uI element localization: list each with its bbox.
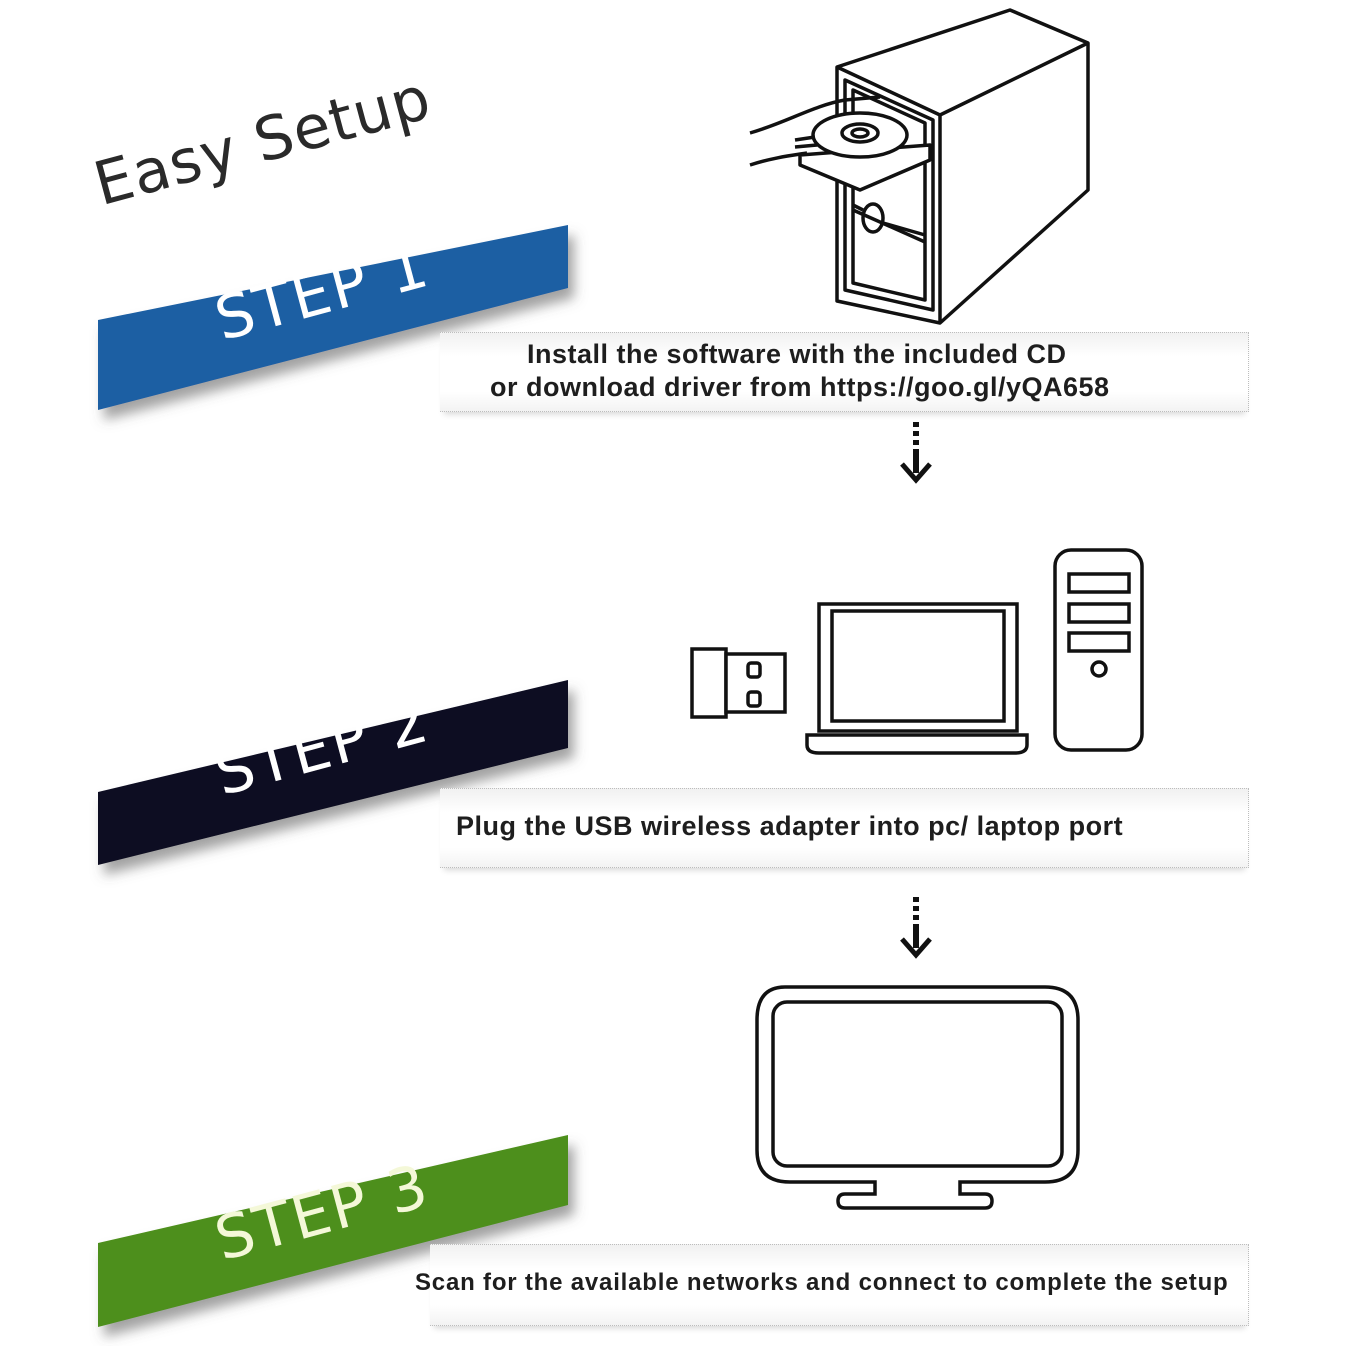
step-2-description-line-1: Plug the USB wireless adapter into pc/ l… xyxy=(456,811,1124,841)
step-3-description-box xyxy=(430,1244,1249,1326)
laptop-icon xyxy=(805,602,1029,755)
step-3-ribbon xyxy=(98,1135,568,1327)
step-1-description-line-2: or download driver from https://goo.gl/y… xyxy=(490,372,1110,402)
step-2-description-box xyxy=(440,788,1249,868)
step-2-banner: STEP 2 xyxy=(98,680,573,870)
step-1-banner: STEP 1 xyxy=(98,225,573,415)
step-3-description-line-1: Scan for the available networks and conn… xyxy=(415,1269,1229,1296)
arrow-down-icon xyxy=(900,422,932,484)
arrow-down-icon xyxy=(900,897,932,959)
step-1-description-line-1: Install the software with the included C… xyxy=(527,339,1067,369)
cd-tower-icon xyxy=(749,8,1090,325)
step-2-ribbon xyxy=(98,680,568,865)
step-1-ribbon xyxy=(98,225,568,410)
monitor-icon xyxy=(755,985,1080,1210)
desktop-tower-icon xyxy=(1053,548,1144,752)
page-title: Easy Setup xyxy=(86,63,439,220)
usb-laptop-desktop-icon xyxy=(690,548,1144,755)
step-3-banner: STEP 3 xyxy=(98,1135,573,1335)
step-1-description-box xyxy=(440,332,1249,412)
usb-adapter-icon xyxy=(690,647,787,719)
